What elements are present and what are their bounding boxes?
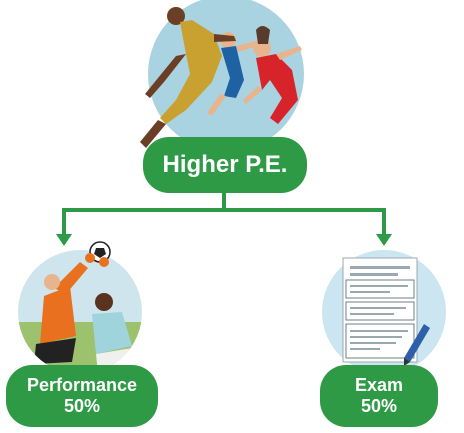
connector-lines	[62, 193, 386, 236]
performance-title: Performance	[26, 375, 138, 396]
football-players-illustration	[18, 241, 142, 374]
performance-node: Performance 50%	[6, 365, 158, 427]
performance-percent: 50%	[63, 396, 101, 416]
higher-pe-label: Higher P.E.	[162, 151, 288, 179]
exam-node: Exam 50%	[320, 365, 438, 427]
arrow-down-icon	[376, 234, 392, 246]
exam-paper-pen-illustration	[322, 250, 446, 374]
dancers-illustration	[140, 0, 304, 152]
higher-pe-node: Higher P.E.	[143, 137, 307, 193]
arrow-down-icon	[56, 234, 72, 246]
exam-title: Exam	[354, 375, 404, 396]
exam-percent: 50%	[360, 396, 398, 416]
